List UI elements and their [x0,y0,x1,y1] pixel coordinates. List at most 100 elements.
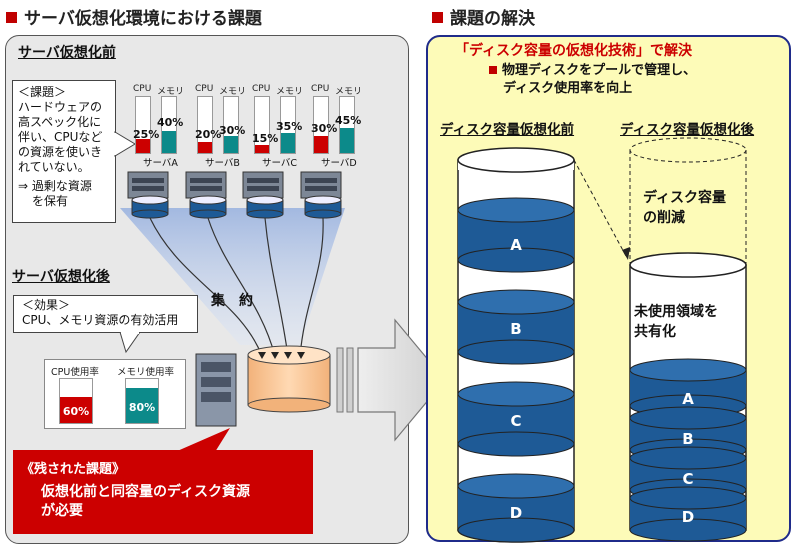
server-name: サーバA [143,158,178,169]
disk-d-label: D [681,508,695,526]
memory-bar-fill [340,127,354,153]
cpu-bar [197,96,213,154]
cpu-bar-label: CPU [311,84,330,94]
solution-bullet: 物理ディスクをプールで管理し、 ディスク使用率を向上 [489,62,696,98]
disk-segment-d [629,486,747,542]
memory-percent: 30% [219,124,246,137]
callout-pointer [175,428,230,452]
arrow-head-icon [622,247,630,260]
memory-bar-fill [224,136,238,153]
disk-segment-a [457,197,575,273]
after-title: サーバ仮想化後 [12,269,110,285]
shared-text: 未使用領域を 共有化 [634,302,718,342]
issue-callout-pointer [114,131,136,157]
disk-a-label: A [682,390,694,408]
cpu-bar-label: CPU [133,84,152,94]
bullet-square-icon [6,12,17,23]
shared-line: 共有化 [634,324,676,340]
cpu-percent: 30% [311,122,338,135]
remaining-issue-title: 《残された課題》 [21,462,126,477]
memory-usage-title: メモリ使用率 [117,367,175,378]
memory-bar-label: メモリ [157,87,185,97]
link-line [299,217,324,357]
server-name: サーバC [262,158,298,169]
issue-line: 伴い、CPUなど [18,130,103,144]
before-cylinder [457,147,575,543]
solution-bullet-line: ディスク使用率を向上 [503,81,633,96]
memory-usage-fill [126,387,158,423]
memory-percent: 45% [335,114,362,127]
remaining-issue-box: 《残された課題》 仮想化前と同容量のディスク資源 が必要 [13,450,313,534]
memory-percent: 35% [276,120,303,133]
remaining-issue-line: が必要 [41,503,83,519]
memory-bar [223,96,239,154]
memory-bar-fill [162,130,176,153]
bullet-square-icon [432,12,443,23]
cpu-percent: 25% [133,128,160,141]
disk-d-label: D [509,504,523,522]
remaining-issue-line: 仮想化前と同容量のディスク資源 [41,484,251,500]
effect-callout-pointer [119,332,141,354]
arrow-head-icon [284,352,292,359]
issue-line: れていない。 [18,160,90,174]
effect-text: CPU、メモリ資源の有効活用 [22,313,179,327]
disk-b-label: B [682,430,694,448]
memory-bar [280,96,296,154]
cpu-bar [313,96,329,154]
server-name: サーバD [321,158,357,169]
storage-barrel-bottom [247,397,331,413]
issue-line: 高スペック化に [18,115,102,129]
memory-bar [161,96,177,154]
arrow-head-icon [258,352,266,359]
issue-note: を保有 [32,194,69,208]
usage-box: CPU使用率 メモリ使用率 60% 80% [44,359,186,429]
cpu-usage-fill [60,396,92,423]
cpu-bar-label: CPU [252,84,271,94]
before-title: サーバ仮想化前 [18,45,116,61]
link-line [207,217,276,357]
disk-c-label: C [510,412,522,430]
memory-percent: 40% [157,116,184,129]
cpu-usage-bar: 60% [59,378,93,424]
memory-bar [339,96,355,154]
disk-segment-b [457,289,575,365]
after-cylinder [629,137,747,542]
cpu-bar [135,96,151,154]
cpu-percent: 20% [195,128,222,141]
server-a: CPU メモリ 25% 40% サーバA [133,84,193,224]
memory-bar-fill [281,133,295,153]
memory-usage-bar: 80% [125,378,159,424]
solution-title: 「ディスク容量の仮想化技術」で解決 [455,43,693,59]
link-line [264,217,289,357]
left-heading: サーバ仮想化環境における課題 [6,4,262,29]
consolidate-label: 集 約 [211,293,253,309]
issue-line: ハードウェアの [18,100,103,114]
issue-note: ⇒ 過剰な資源 [18,179,92,193]
arrow-head-icon [297,352,305,359]
arrow-head-icon [271,352,279,359]
big-arrow [357,318,446,442]
right-heading-text: 課題の解決 [450,9,535,29]
link-line [149,217,263,357]
reduction-line: ディスク容量 [643,190,727,206]
issue-line: の資源を使いき [18,145,103,159]
before-column-label: ディスク容量仮想化前 [440,122,575,138]
cpu-bar-fill [198,141,212,153]
issue-title: ＜課題＞ [18,85,67,99]
cpu-usage-value: 60% [62,405,90,418]
disk-segment-c [457,381,575,457]
consolidation-funnel [120,208,345,345]
reduction-line: の削減 [643,210,685,226]
shared-line: 未使用領域を [634,304,718,320]
disk-segment-d [457,473,575,543]
cpu-bar-fill [255,144,269,153]
server-d: CPU メモリ 30% 45% サーバD [311,84,371,224]
server-unit-icon [127,171,169,219]
server-unit-icon [242,171,284,219]
cpu-bar [254,96,270,154]
right-heading: 課題の解決 [432,4,535,29]
bullet-square-icon [489,66,497,74]
disk-b-label: B [510,320,522,338]
